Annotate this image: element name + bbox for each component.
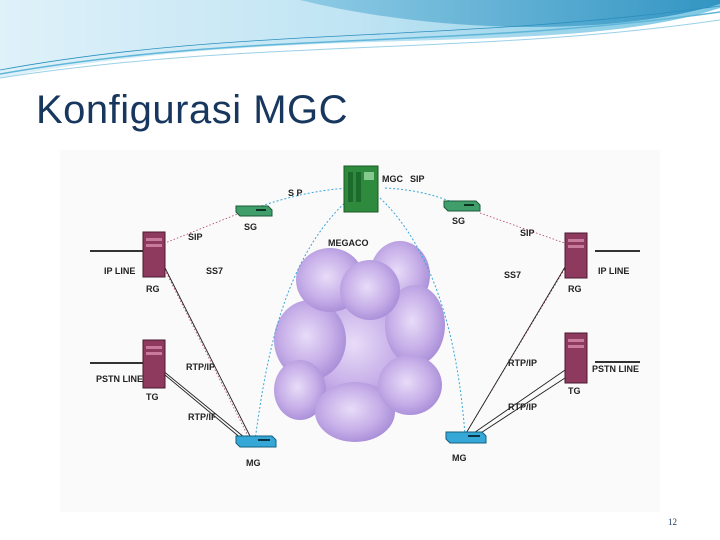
banner-line-2 xyxy=(0,19,720,79)
tg-left-line-label: PSTN LINE xyxy=(96,374,143,384)
tg-right-label: TG xyxy=(568,386,581,396)
network-cloud xyxy=(274,241,445,442)
tg-left-icon xyxy=(142,339,166,389)
page-title: Konfigurasi MGC xyxy=(36,88,349,132)
banner-line-1 xyxy=(0,11,720,75)
link-ss7-left: SS7 xyxy=(206,266,223,276)
slide-number: 12 xyxy=(668,517,677,527)
mg-left-icon xyxy=(235,435,277,448)
link-sip-top-left: S P xyxy=(288,188,303,198)
tg-left-label: TG xyxy=(146,392,159,402)
tg-right-icon xyxy=(564,332,588,384)
link-rtp-left-upper: RTP/IP xyxy=(186,362,215,372)
link-sip-left: SIP xyxy=(188,232,203,242)
link-sip-top-right: SIP xyxy=(410,174,425,184)
mg-right-icon xyxy=(445,431,487,444)
rg-left-label: RG xyxy=(146,284,160,294)
rg-right-label: RG xyxy=(568,284,582,294)
rg-right-icon xyxy=(564,232,588,279)
megaco-label: MEGACO xyxy=(328,238,369,248)
link-rtp-left-lower: RTP/IF xyxy=(188,412,217,422)
link-ss7-right: SS7 xyxy=(504,270,521,280)
rg-right-line-label: IP LINE xyxy=(598,266,629,276)
sg-left-label: SG xyxy=(244,222,257,232)
link-rtp-right-lower: RTP/IP xyxy=(508,402,537,412)
link-sip-right: SIP xyxy=(520,228,535,238)
link-rtp-right-upper: RTP/IP xyxy=(508,358,537,368)
banner-line-3 xyxy=(0,5,720,71)
mg-right-label: MG xyxy=(452,453,467,463)
sg-left-icon xyxy=(235,205,273,217)
rg-left-icon xyxy=(142,231,166,278)
line-connectors xyxy=(90,250,640,364)
tg-right-line-label: PSTN LINE xyxy=(592,364,639,374)
sg-right-icon xyxy=(443,200,481,212)
header-banner xyxy=(0,0,720,79)
media-links xyxy=(161,261,569,445)
mgc-label: MGC xyxy=(382,174,403,184)
network-diagram: MGC MEGACO SG SG IP LINE RG PSTN LINE TG… xyxy=(90,165,640,468)
rg-left-line-label: IP LINE xyxy=(104,266,135,276)
mg-left-label: MG xyxy=(246,458,261,468)
sg-right-label: SG xyxy=(452,216,465,226)
mgc-server-icon xyxy=(343,165,379,213)
